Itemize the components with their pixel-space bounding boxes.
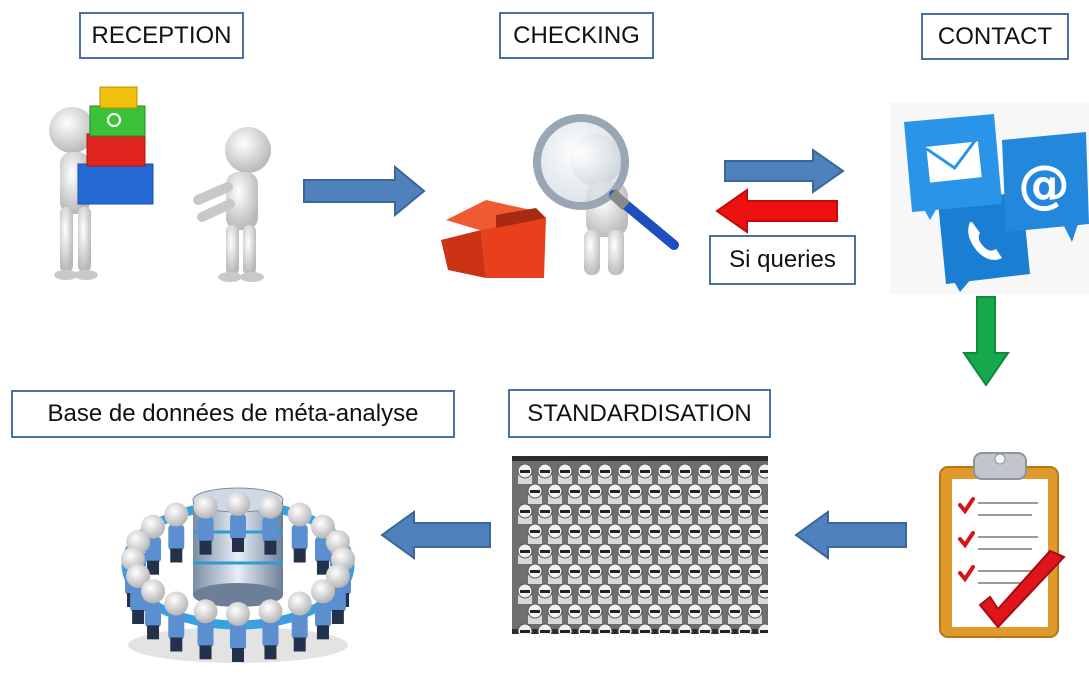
checklist-illustration bbox=[939, 452, 1066, 638]
checking-label: CHECKING bbox=[499, 12, 654, 59]
standardisation-text: STANDARDISATION bbox=[527, 399, 752, 427]
at-icon: @ bbox=[1002, 132, 1089, 242]
checking-text: CHECKING bbox=[513, 21, 640, 49]
arrow-to-contact bbox=[724, 148, 845, 194]
svg-text:@: @ bbox=[1018, 155, 1070, 215]
contact-text: CONTACT bbox=[937, 22, 1053, 50]
arrow-contact-down bbox=[962, 296, 1010, 387]
arrow-queries-back bbox=[715, 188, 838, 234]
si-queries-label: Si queries bbox=[709, 235, 856, 285]
database-text: Base de données de méta-analyse bbox=[47, 400, 419, 427]
checking-illustration bbox=[441, 114, 679, 278]
reception-label: RECEPTION bbox=[79, 12, 244, 59]
contact-illustration: @ bbox=[890, 102, 1089, 294]
arrow-to-database bbox=[380, 510, 491, 560]
reception-illustration bbox=[49, 86, 271, 282]
standardisation-label: STANDARDISATION bbox=[508, 389, 771, 438]
standardisation-image bbox=[512, 456, 768, 634]
reception-text: RECEPTION bbox=[91, 21, 232, 49]
database-label: Base de données de méta-analyse bbox=[11, 390, 455, 438]
database-illustration bbox=[121, 487, 355, 663]
si-queries-text: Si queries bbox=[729, 246, 836, 273]
email-icon bbox=[904, 114, 1002, 220]
arrow-to-standardisation bbox=[794, 510, 907, 560]
arrow-reception-to-checking bbox=[303, 165, 426, 217]
contact-label: CONTACT bbox=[921, 13, 1069, 60]
